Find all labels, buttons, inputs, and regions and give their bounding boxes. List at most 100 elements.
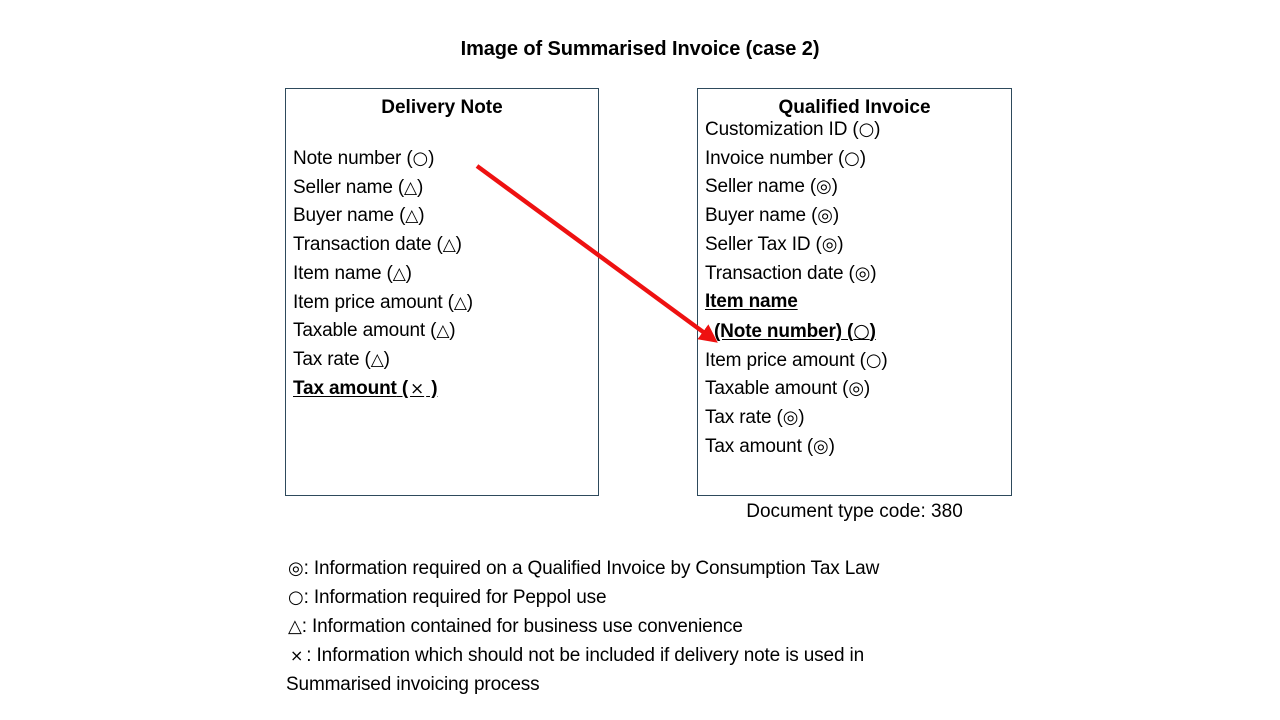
paren-open: ( [805, 205, 818, 227]
paren-open: ( [401, 148, 413, 169]
paren-open: ( [843, 262, 855, 284]
delivery-note-field-item-label: Tax rate [293, 348, 360, 370]
delivery-note-field-item-label: Buyer name [293, 205, 394, 227]
triangle-icon: △ [288, 616, 302, 637]
circle-icon: ○ [412, 148, 429, 169]
qualified-invoice-header: Qualified Invoice [778, 97, 931, 118]
qualified-invoice-field-item-label: Item price amount [705, 349, 855, 371]
cross-icon: × [410, 378, 425, 399]
document-type-code-caption: Document type code: 380 [746, 501, 963, 522]
double-circle-icon: ◎ [848, 378, 864, 400]
paren-open: ( [771, 407, 783, 429]
paren-open: ( [832, 147, 845, 169]
legend-row: △: Information contained for business us… [288, 612, 1188, 641]
delivery-note-field-item: Transaction date (△) [293, 231, 594, 260]
paren-open: ( [801, 435, 814, 457]
paren-close: ) [859, 147, 866, 169]
paren-close: ) [831, 176, 838, 198]
legend-row-text: : Information which should not be includ… [306, 645, 864, 666]
qualified-invoice-field-item: Item name [705, 288, 1007, 317]
qualified-invoice-field-item: (Note number) (○) [705, 317, 1007, 347]
qualified-invoice-field-item-label: Customization ID [705, 119, 848, 140]
page-title: Image of Summarised Invoice (case 2) [460, 38, 820, 60]
delivery-note-box: Delivery Note Note number (○)Seller name… [285, 88, 599, 496]
qualified-invoice-field-item: Customization ID (○) [705, 116, 1007, 145]
paren-close: ) [863, 378, 871, 400]
paren-open: ( [359, 348, 371, 370]
delivery-note-field-item-label: Transaction date [293, 234, 432, 256]
paren-open: ( [392, 176, 405, 198]
paren-close: ) [416, 176, 424, 198]
circle-icon: ○ [853, 319, 870, 342]
paren-close: ) [383, 348, 390, 370]
paren-close: ) [426, 377, 438, 399]
delivery-note-field-item: Item price amount (△) [293, 289, 594, 318]
paren-open: ( [442, 291, 454, 313]
paren-open: ( [393, 205, 406, 227]
triangle-icon: △ [436, 321, 450, 342]
qualified-invoice-box: Qualified Invoice Customization ID (○)In… [697, 88, 1012, 496]
legend-wrap-line: Summarised invoicing process [286, 674, 540, 695]
paren-open: ( [431, 234, 443, 256]
paren-open: ( [837, 378, 849, 400]
circle-icon: ○ [865, 349, 882, 371]
qualified-invoice-field-item: Tax rate (◎) [705, 404, 1007, 433]
delivery-note-field-list: Note number (○)Seller name (△)Buyer name… [293, 145, 594, 403]
triangle-icon: △ [404, 177, 417, 198]
qualified-invoice-field-item-label: Seller Tax ID [705, 233, 811, 255]
paren-close: ) [428, 148, 435, 169]
paren-open: ( [854, 349, 866, 371]
delivery-note-field-item-label: Item price amount [293, 291, 443, 313]
paren-open: ( [804, 176, 817, 198]
paren-close: ) [418, 205, 425, 227]
double-circle-icon: ◎ [816, 176, 832, 198]
delivery-note-field-item-label: Taxable amount [293, 320, 426, 342]
qualified-invoice-field-item-label: (Note number) [714, 320, 842, 342]
qualified-invoice-field-item: Seller name (◎) [705, 173, 1007, 202]
qualified-invoice-field-item: Taxable amount (◎) [705, 375, 1007, 404]
paren-close: ) [798, 407, 805, 429]
qualified-invoice-field-item-label: Item name [705, 291, 798, 313]
legend-row-text: : Information required on a Qualified In… [303, 558, 880, 579]
delivery-note-field-item: Buyer name (△) [293, 202, 594, 231]
paren-close: ) [874, 119, 881, 140]
paren-close: ) [869, 320, 876, 342]
triangle-icon: △ [453, 292, 467, 313]
double-circle-icon: ◎ [782, 407, 799, 429]
double-circle-icon: ◎ [854, 262, 871, 284]
paren-open: ( [381, 262, 393, 284]
paren-close: ) [832, 205, 840, 227]
paren-close: ) [405, 262, 412, 284]
qualified-invoice-field-item-label: Seller name [705, 176, 805, 198]
paren-close: ) [837, 233, 844, 255]
triangle-icon: △ [392, 263, 406, 284]
double-circle-icon: ◎ [821, 233, 838, 255]
legend-row: ◎: Information required on a Qualified I… [288, 554, 1188, 583]
qualified-invoice-field-item-label: Invoice number [705, 147, 833, 169]
delivery-note-field-item: Taxable amount (△) [293, 317, 594, 346]
legend-row: ○: Information required for Peppol use [288, 583, 1188, 612]
delivery-note-field-item-label: Seller name [293, 176, 393, 198]
double-circle-icon: ◎ [288, 558, 304, 579]
triangle-icon: △ [370, 349, 384, 370]
paren-close: ) [455, 234, 462, 256]
paren-close: ) [881, 349, 888, 371]
triangle-icon: △ [405, 206, 419, 227]
delivery-note-field-item: Note number (○) [293, 145, 594, 174]
qualified-invoice-field-item-label: Tax amount [705, 435, 802, 457]
double-circle-icon: ◎ [813, 435, 829, 457]
delivery-note-field-item: Tax amount (× ) [293, 375, 594, 404]
qualified-invoice-field-item-label: Tax rate [705, 407, 772, 429]
triangle-icon: △ [442, 235, 456, 256]
circle-icon: ○ [844, 147, 860, 169]
qualified-invoice-field-item: Transaction date (◎) [705, 260, 1007, 289]
legend-row: ×: Information which should not be inclu… [288, 641, 1188, 670]
delivery-note-field-item: Tax rate (△) [293, 346, 594, 375]
delivery-note-field-item-label: Tax amount [293, 377, 397, 399]
paren-open: ( [841, 320, 854, 342]
double-circle-icon: ◎ [817, 205, 833, 227]
qualified-invoice-field-item-label: Buyer name [705, 205, 806, 227]
delivery-note-field-item-label: Note number [293, 148, 402, 169]
paren-close: ) [449, 320, 456, 342]
